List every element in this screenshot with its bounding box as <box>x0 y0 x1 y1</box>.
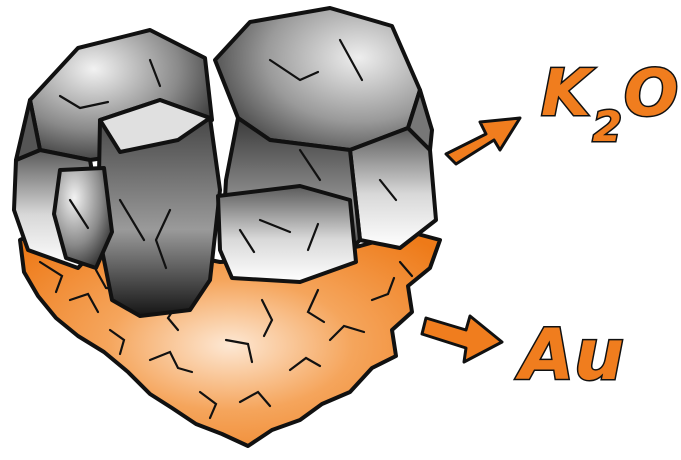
label-k2o: K2O <box>541 62 678 126</box>
arrow-to-au-icon <box>422 316 502 362</box>
arrow-to-k2o-icon <box>446 118 520 164</box>
label-k2o-subscript: 2 <box>593 102 622 151</box>
label-au: Au <box>520 320 624 390</box>
label-k2o-suffix: O <box>624 57 678 131</box>
label-k2o-element: K <box>541 57 591 131</box>
